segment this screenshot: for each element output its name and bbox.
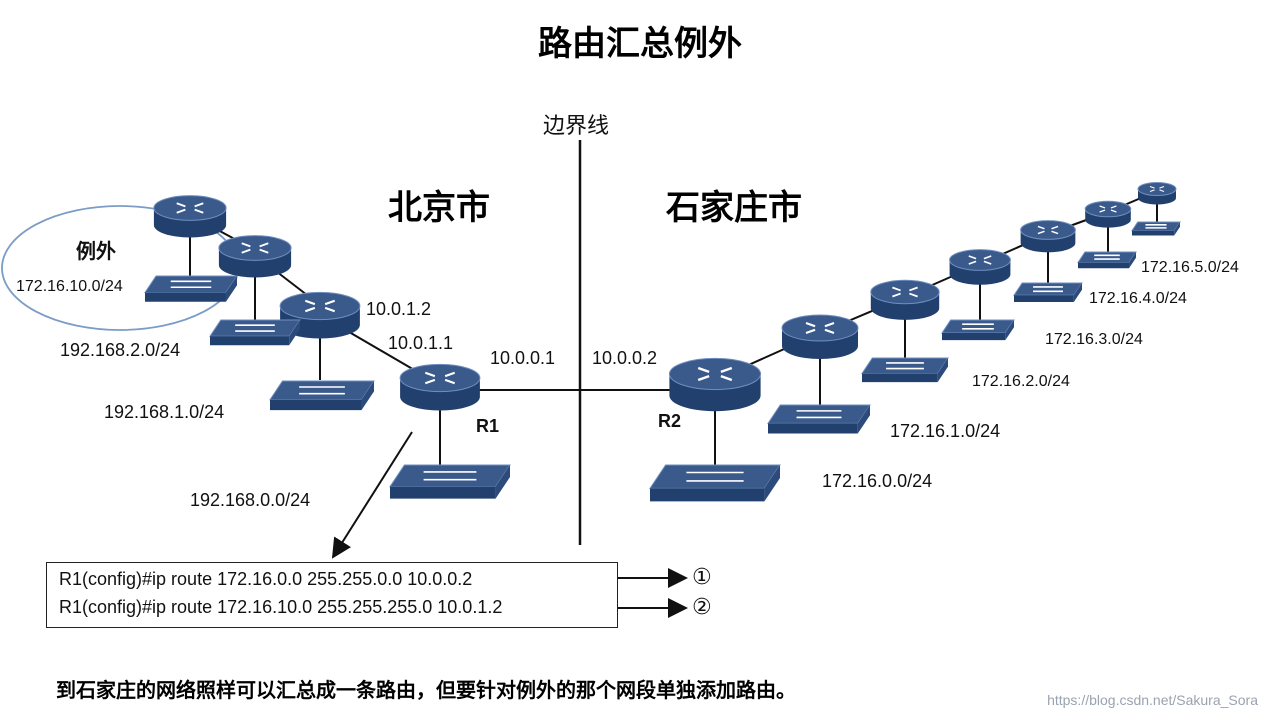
footer-note: 到石家庄的网络照样可以汇总成一条路由，但要针对例外的那个网段单独添加路由。 xyxy=(56,678,796,702)
router-172-16-2 xyxy=(870,279,940,320)
switch-172-16-1 xyxy=(767,404,871,434)
router-r1 xyxy=(399,363,481,411)
marker-2: ② xyxy=(692,595,712,620)
subnet-172-16-3: 172.16.3.0/24 xyxy=(1045,331,1143,348)
switch-172-16-5-a xyxy=(1077,251,1137,269)
router-edge xyxy=(1137,182,1177,205)
subnet-172-16-5: 172.16.5.0/24 xyxy=(1141,259,1239,276)
ip-10-0-0-2: 10.0.0.2 xyxy=(592,348,658,368)
command-line-2: R1(config)#ip route 172.16.10.0 255.255.… xyxy=(59,597,503,617)
command-box: R1(config)#ip route 172.16.0.0 255.255.0… xyxy=(46,562,618,628)
exception-label: 例外 xyxy=(76,239,116,263)
switch-172-16-2 xyxy=(861,357,949,383)
switch-192-168-0 xyxy=(389,464,511,499)
command-line-1: R1(config)#ip route 172.16.0.0 255.255.0… xyxy=(59,569,473,589)
router-r3 xyxy=(279,291,361,339)
city-shijiazhuang: 石家庄市 xyxy=(666,188,802,228)
router-exception xyxy=(153,195,227,238)
router-r2 xyxy=(668,357,762,412)
subnet-192-168-2: 192.168.2.0/24 xyxy=(60,340,181,360)
router-192-168-2 xyxy=(218,235,292,278)
subnet-172-16-2: 172.16.2.0/24 xyxy=(972,373,1070,390)
router-172-16-1 xyxy=(781,314,859,359)
pointer-arrow xyxy=(331,431,413,559)
subnet-192-168-1: 192.168.1.0/24 xyxy=(104,402,225,422)
page-title: 路由汇总例外 xyxy=(538,24,742,64)
ip-10-0-1-1: 10.0.1.1 xyxy=(388,333,454,353)
router-172-16-3 xyxy=(949,249,1011,285)
watermark: https://blog.csdn.net/Sakura_Sora xyxy=(1047,692,1258,708)
city-beijing: 北京市 xyxy=(388,188,490,228)
switch-172-16-4 xyxy=(1013,282,1083,303)
switch-172-16-10 xyxy=(144,275,238,302)
router-r2-label: R2 xyxy=(658,411,682,431)
switch-192-168-1 xyxy=(269,380,375,411)
subnet-192-168-0: 192.168.0.0/24 xyxy=(190,490,311,510)
marker-1: ① xyxy=(692,565,712,590)
router-172-16-4 xyxy=(1020,220,1076,253)
switch-192-168-2 xyxy=(209,319,301,346)
subnet-172-16-1: 172.16.1.0/24 xyxy=(890,421,1001,441)
boundary-label: 边界线 xyxy=(543,114,610,139)
ip-10-0-0-1: 10.0.0.1 xyxy=(490,348,556,368)
switch-172-16-5-b xyxy=(1131,221,1181,236)
router-172-16-5 xyxy=(1084,200,1132,228)
router-r1-label: R1 xyxy=(476,416,500,436)
subnet-172-16-10: 172.16.10.0/24 xyxy=(16,278,123,295)
ip-10-0-1-2: 10.0.1.2 xyxy=(366,299,432,319)
subnet-172-16-0: 172.16.0.0/24 xyxy=(822,471,933,491)
switch-172-16-3 xyxy=(941,319,1015,341)
subnet-172-16-4: 172.16.4.0/24 xyxy=(1089,290,1187,307)
switch-172-16-0 xyxy=(649,464,781,502)
